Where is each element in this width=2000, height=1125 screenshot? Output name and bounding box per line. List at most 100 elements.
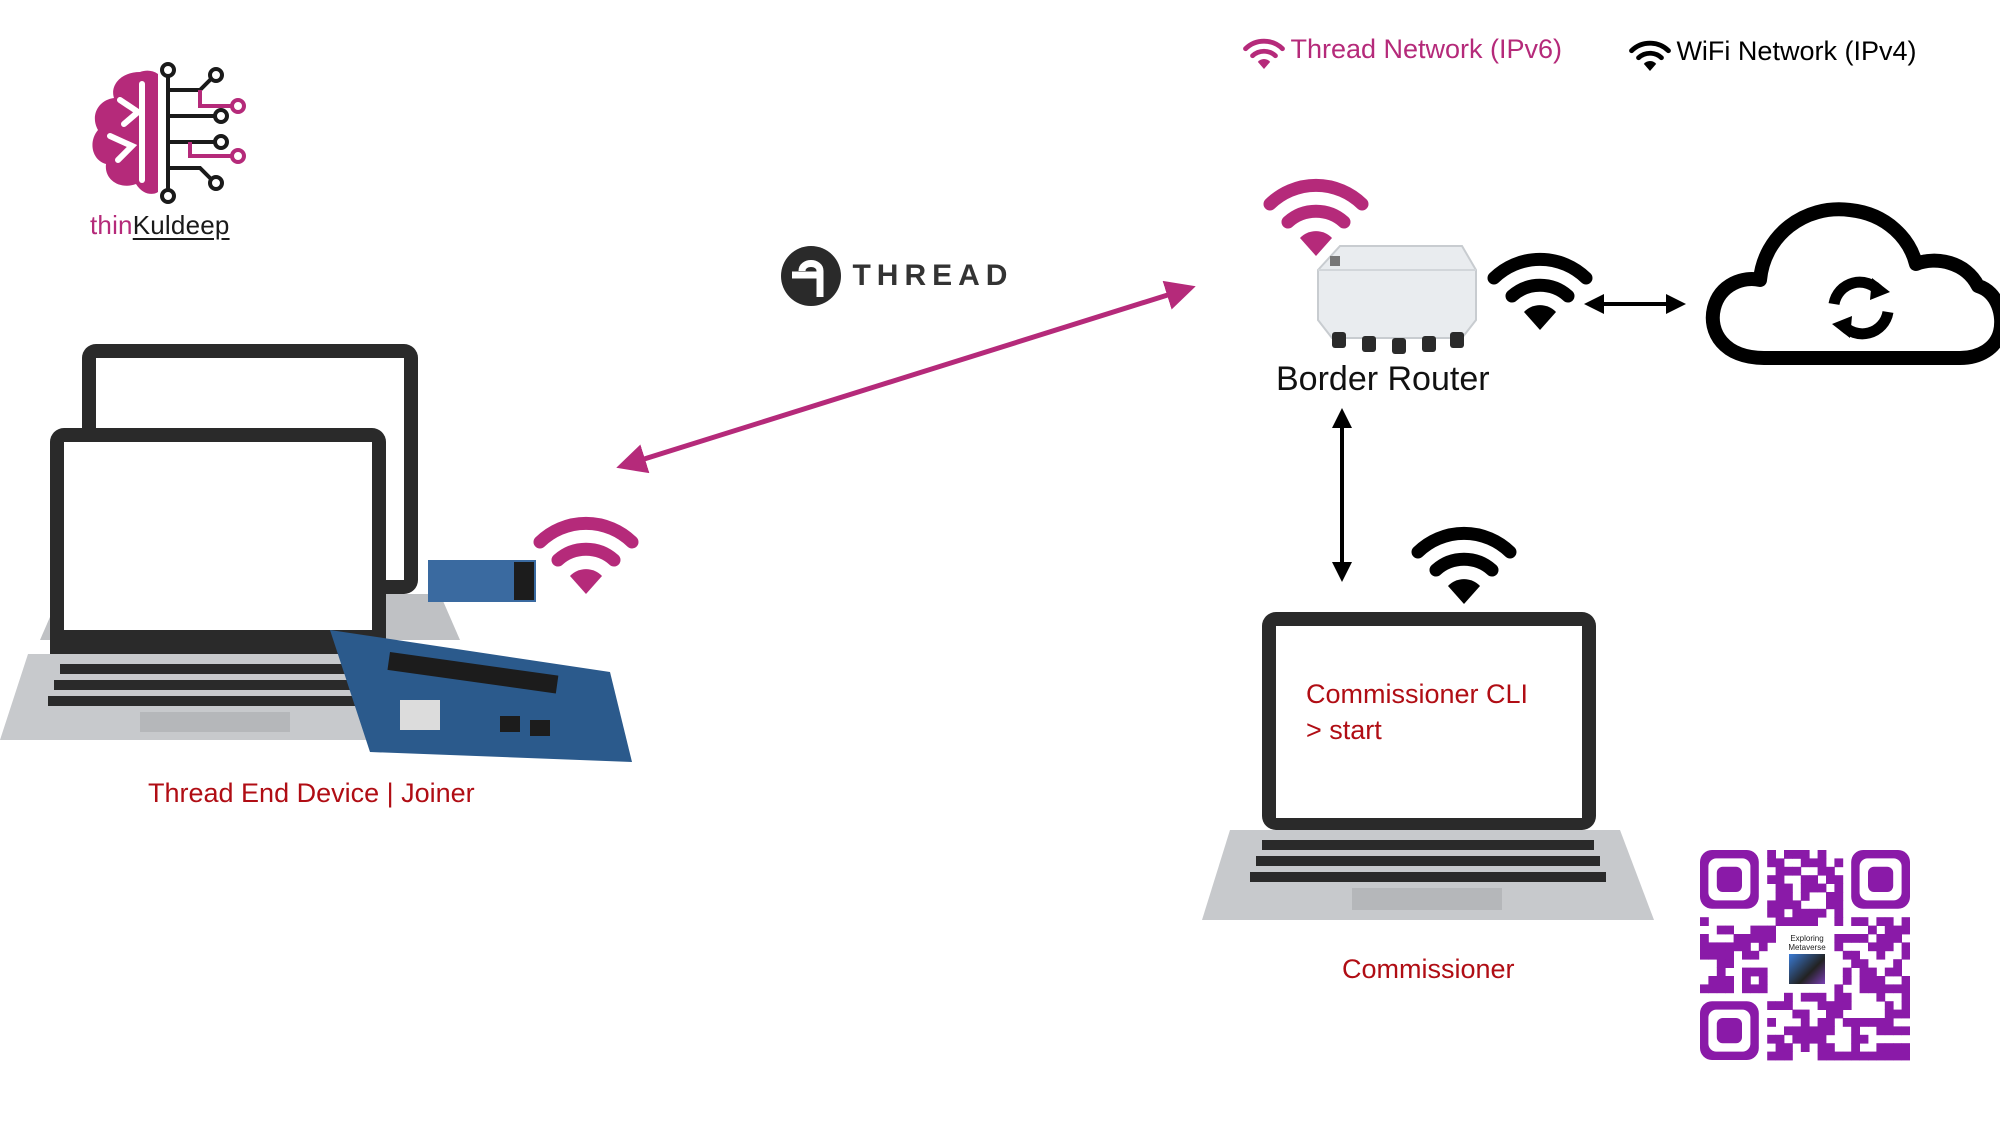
qr-module bbox=[1817, 1034, 1827, 1044]
qr-module bbox=[1868, 1018, 1877, 1027]
qr-module bbox=[1725, 959, 1734, 968]
logo-text-suffix: Kuldeep bbox=[132, 210, 230, 240]
qr-center-image: Exploring Metaverse bbox=[1780, 932, 1834, 990]
qr-module bbox=[1758, 984, 1768, 994]
qr-module bbox=[1758, 976, 1768, 985]
qr-module bbox=[1792, 1009, 1802, 1019]
qr-module bbox=[1876, 942, 1886, 952]
commissioner-laptop bbox=[1202, 612, 1654, 920]
qr-module bbox=[1893, 984, 1902, 994]
qr-module bbox=[1868, 942, 1877, 952]
qr-module bbox=[1834, 908, 1844, 918]
qr-module bbox=[1775, 1034, 1785, 1044]
qr-module bbox=[1750, 950, 1760, 960]
qr-module bbox=[1868, 984, 1877, 994]
qr-module bbox=[1817, 1051, 1827, 1061]
qr-module bbox=[1893, 934, 1902, 943]
qr-module bbox=[1834, 934, 1844, 943]
qr-module bbox=[1868, 967, 1877, 977]
qr-module bbox=[1842, 934, 1852, 943]
qr-code: Exploring Metaverse bbox=[1700, 850, 1911, 1065]
qr-module bbox=[1775, 900, 1785, 910]
brand-logo: thinKuldeep bbox=[80, 60, 260, 250]
qr-module bbox=[1859, 917, 1869, 926]
qr-module bbox=[1800, 1034, 1810, 1044]
wifi-icon bbox=[1243, 38, 1285, 69]
qr-module bbox=[1826, 1001, 1835, 1010]
qr-module bbox=[1809, 917, 1818, 926]
qr-module bbox=[1725, 984, 1734, 994]
qr-module bbox=[1784, 892, 1793, 901]
qr-module bbox=[1800, 1043, 1810, 1052]
qr-module bbox=[1742, 967, 1751, 977]
qr-module bbox=[1901, 1043, 1911, 1052]
cli-line-1: Commissioner CLI bbox=[1306, 679, 1529, 709]
qr-module bbox=[1826, 1018, 1835, 1027]
qr-module bbox=[1800, 992, 1810, 1002]
wifi-icon bbox=[1411, 526, 1517, 604]
qr-module bbox=[1800, 917, 1810, 926]
qr-caption-line-1: Exploring bbox=[1790, 934, 1824, 943]
qr-module bbox=[1784, 850, 1793, 859]
qr-module bbox=[1859, 976, 1869, 985]
qr-module bbox=[1792, 908, 1802, 918]
qr-module bbox=[1826, 1009, 1835, 1019]
qr-center-art bbox=[1789, 954, 1825, 984]
qr-code-pattern bbox=[1700, 850, 1911, 1061]
legend-thread-label: Thread Network (IPv6) bbox=[1290, 34, 1563, 64]
qr-module bbox=[1868, 976, 1877, 985]
qr-module bbox=[1851, 1034, 1860, 1044]
qr-module bbox=[1884, 934, 1894, 943]
qr-module bbox=[1884, 1001, 1894, 1010]
qr-module bbox=[1800, 1018, 1810, 1027]
qr-module bbox=[1767, 875, 1776, 884]
qr-module bbox=[1792, 850, 1802, 859]
qr-module bbox=[1775, 892, 1785, 901]
qr-module bbox=[1826, 1051, 1835, 1061]
cli-line-2: > start bbox=[1306, 715, 1382, 745]
wifi-icon bbox=[1263, 178, 1369, 256]
qr-module bbox=[1893, 925, 1902, 935]
qr-module bbox=[1784, 900, 1793, 910]
qr-module bbox=[1767, 908, 1776, 918]
qr-module bbox=[1851, 917, 1860, 926]
qr-module bbox=[1725, 976, 1734, 985]
qr-module bbox=[1884, 1026, 1894, 1036]
qr-module bbox=[1842, 976, 1852, 985]
qr-module bbox=[1893, 967, 1902, 977]
qr-module bbox=[1851, 934, 1860, 943]
qr-module bbox=[1708, 984, 1718, 994]
qr-module bbox=[1767, 1034, 1776, 1044]
qr-module bbox=[1893, 1043, 1902, 1052]
qr-module bbox=[1716, 942, 1726, 952]
qr-module bbox=[1809, 858, 1818, 868]
qr-module bbox=[1700, 934, 1709, 943]
qr-module bbox=[1700, 950, 1709, 960]
qr-module bbox=[1901, 1051, 1911, 1061]
qr-module bbox=[1800, 1009, 1810, 1019]
qr-module bbox=[1901, 942, 1911, 952]
qr-module bbox=[1809, 992, 1818, 1002]
qr-module bbox=[1716, 984, 1726, 994]
qr-module bbox=[1758, 967, 1768, 977]
qr-module bbox=[1834, 992, 1844, 1002]
qr-module bbox=[1716, 976, 1726, 985]
qr-module bbox=[1868, 1051, 1877, 1061]
qr-module bbox=[1876, 992, 1886, 1002]
qr-module bbox=[1859, 1034, 1869, 1044]
qr-module bbox=[1767, 934, 1776, 943]
qr-module bbox=[1775, 1051, 1785, 1061]
qr-module bbox=[1716, 967, 1726, 977]
qr-module bbox=[1859, 959, 1869, 968]
qr-module bbox=[1750, 925, 1760, 935]
wifi-icon bbox=[1487, 252, 1593, 330]
qr-caption-line-2: Metaverse bbox=[1788, 943, 1826, 952]
qr-module bbox=[1750, 984, 1760, 994]
qr-module bbox=[1859, 1051, 1869, 1061]
qr-module bbox=[1809, 875, 1818, 884]
qr-module bbox=[1725, 942, 1734, 952]
qr-module bbox=[1817, 866, 1827, 876]
qr-module bbox=[1817, 1001, 1827, 1010]
qr-module bbox=[1901, 950, 1911, 960]
qr-module bbox=[1800, 908, 1810, 918]
